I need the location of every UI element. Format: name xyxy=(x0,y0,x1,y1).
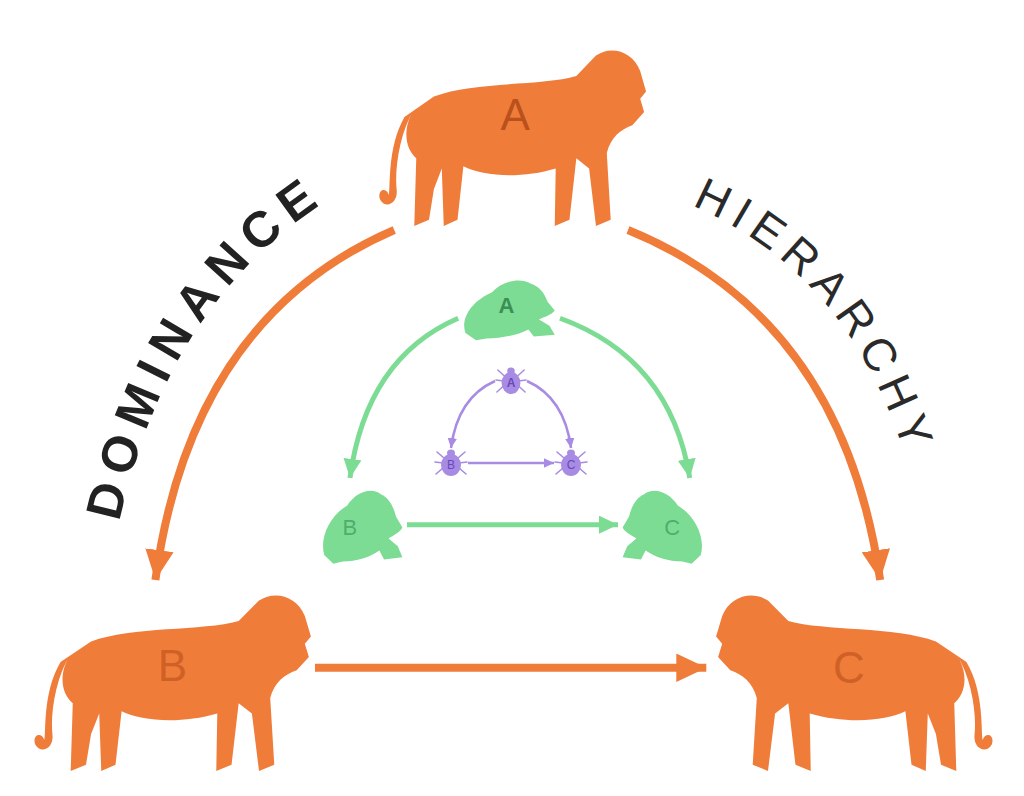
tick-node: C xyxy=(554,448,588,478)
tiger-body xyxy=(379,50,646,226)
curved-title: DOMINANCE xyxy=(75,168,326,524)
frog-body xyxy=(623,491,702,564)
tiger-node: C xyxy=(712,580,997,775)
frog-body xyxy=(323,491,402,564)
node-letter: C xyxy=(833,646,865,690)
tick-leg xyxy=(578,452,585,458)
tick-node: A xyxy=(495,366,527,396)
node-letter: C xyxy=(567,459,576,471)
tiger-body xyxy=(716,595,992,771)
node-letter: A xyxy=(501,93,530,137)
tick-leg xyxy=(458,452,465,458)
tick-body xyxy=(441,454,461,476)
node-letter: A xyxy=(507,377,516,389)
tiger-node: A xyxy=(375,35,650,230)
frog-node: C xyxy=(618,478,710,566)
tiger-node: B xyxy=(30,580,315,775)
dominance-arrow xyxy=(468,462,554,465)
frog-silhouette xyxy=(618,478,710,566)
dominance-arrow xyxy=(451,381,495,448)
dominance-arrow xyxy=(560,318,690,478)
tick-leg xyxy=(498,370,505,376)
node-letter: C xyxy=(664,517,680,539)
curved-title: HIERARCHY xyxy=(687,167,943,454)
tick-body xyxy=(561,454,581,476)
node-letter: B xyxy=(343,517,358,539)
tick-leg xyxy=(437,452,444,458)
curved-title-text: DOMINANCE xyxy=(75,168,326,524)
tick-node: B xyxy=(434,448,468,478)
curved-title-text: HIERARCHY xyxy=(687,167,943,454)
tick-body xyxy=(502,372,521,394)
tick-leg xyxy=(557,452,564,458)
dominance-arrow xyxy=(407,522,618,527)
frog-node: B xyxy=(315,478,407,566)
dominance-arrow xyxy=(527,381,571,448)
node-letter: B xyxy=(158,644,187,688)
node-letter: B xyxy=(447,459,455,471)
frog-silhouette xyxy=(315,478,407,566)
dominance-arrow xyxy=(315,664,706,672)
frog-node: A xyxy=(455,270,560,342)
node-letter: A xyxy=(498,295,514,317)
tiger-body xyxy=(35,595,311,771)
tick-leg xyxy=(518,370,525,376)
dominance-arrow xyxy=(350,318,458,478)
frog-body xyxy=(464,280,555,340)
